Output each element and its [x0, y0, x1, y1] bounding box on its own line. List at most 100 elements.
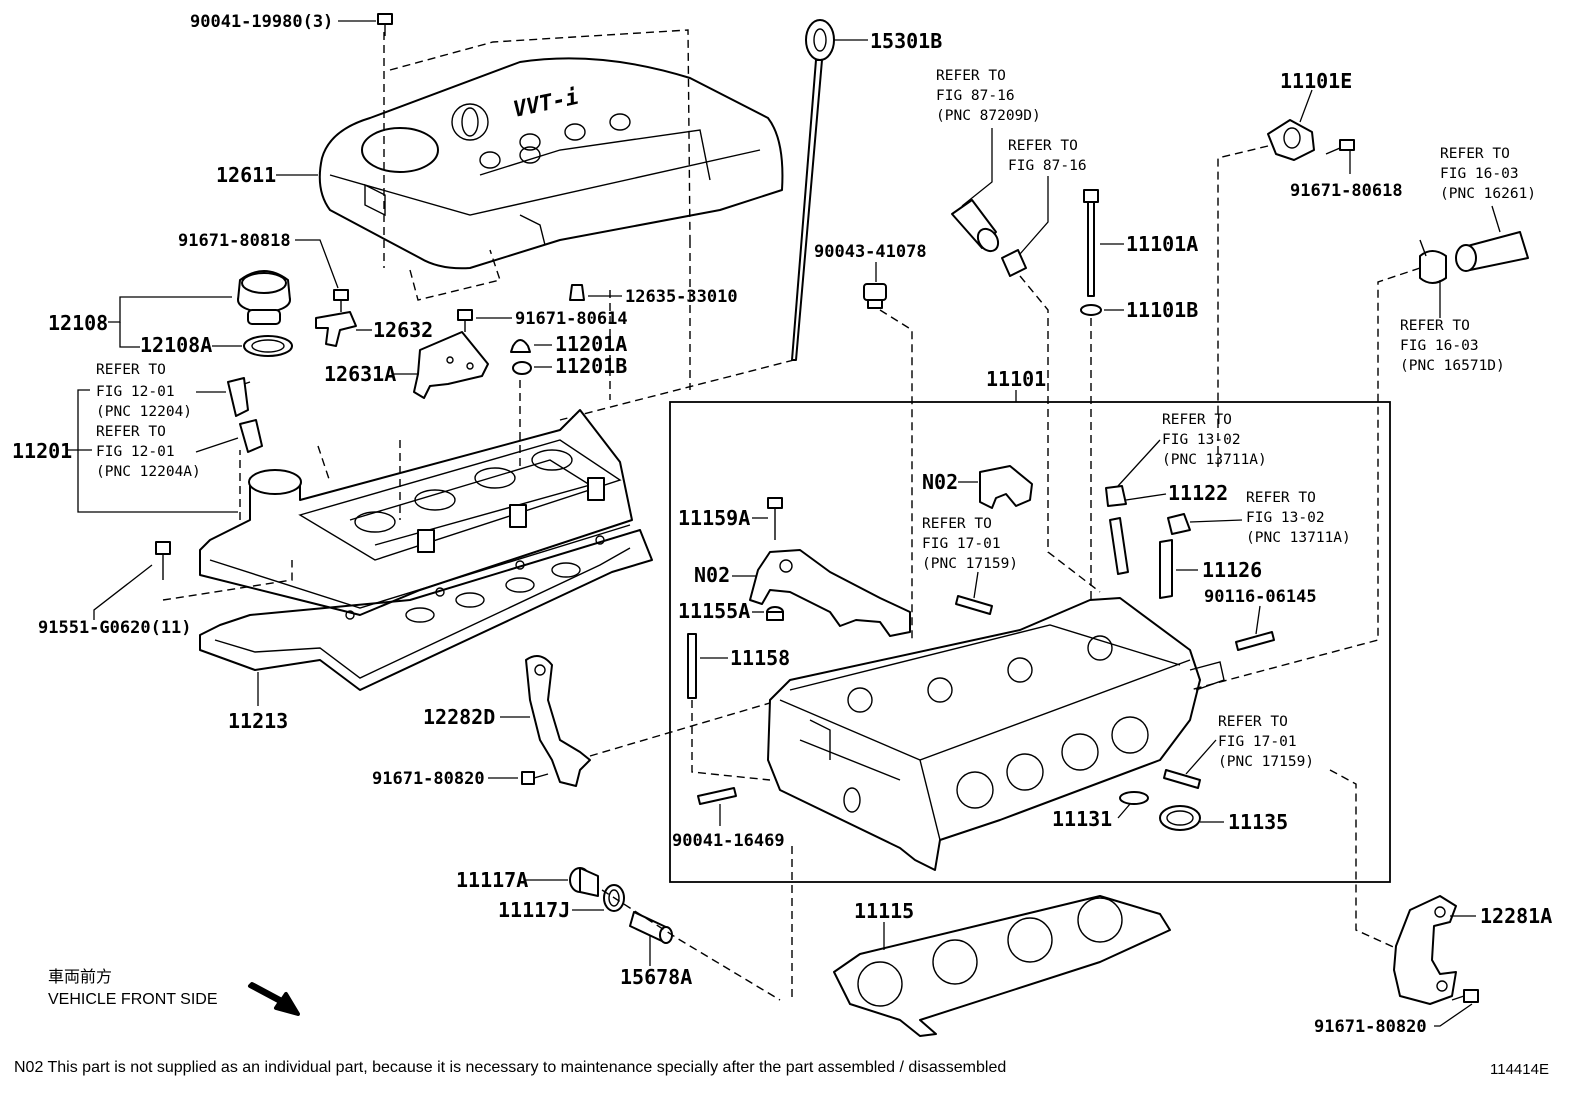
svg-text:(PNC 13711A): (PNC 13711A): [1162, 452, 1267, 468]
engine-cover-12611: VVT-i: [318, 57, 784, 270]
svg-text:REFER TO: REFER TO: [936, 68, 1006, 84]
label-11131: 11131: [1052, 807, 1112, 831]
seal-11201B: [512, 361, 532, 375]
label-n02-housing: N02: [694, 563, 730, 587]
svg-text:REFER TO: REFER TO: [96, 424, 166, 440]
label-12631A: 12631A: [324, 362, 396, 386]
pin-11155A: [766, 606, 784, 621]
svg-text:(PNC 12204A): (PNC 12204A): [96, 464, 201, 480]
label-11158: 11158: [730, 646, 790, 670]
gasket-12108A: [243, 335, 293, 357]
svg-text:FIG 87-16: FIG 87-16: [936, 88, 1015, 104]
svg-text:FIG 87-16: FIG 87-16: [1008, 158, 1087, 174]
svg-text:FIG 17-01: FIG 17-01: [1218, 734, 1297, 750]
dipstick-15301B: [791, 19, 835, 361]
label-91671-80818: 91671-80818: [178, 231, 291, 251]
refer-16571D: REFER TO FIG 16-03 (PNC 16571D): [1400, 318, 1505, 374]
svg-text:(PNC 16261): (PNC 16261): [1440, 186, 1536, 202]
label-91671-80614: 91671-80614: [515, 309, 628, 329]
svg-text:REFER TO: REFER TO: [1008, 138, 1078, 154]
svg-text:(PNC 16571D): (PNC 16571D): [1400, 358, 1505, 374]
svg-text:FIG 13-02: FIG 13-02: [1162, 432, 1241, 448]
direction-english: VEHICLE FRONT SIDE: [48, 991, 218, 1008]
bolt-91671-80820-left: [521, 771, 549, 785]
plug-11117A: [569, 867, 599, 897]
cylinder-head-cover-11201: [199, 409, 633, 620]
valve-guide-11126: [1159, 539, 1173, 599]
valve-seal-right: [1167, 513, 1191, 535]
bolt-11101A: [1083, 189, 1099, 297]
bolt-91671-80818: [333, 289, 349, 312]
fitting-15678A: [629, 911, 673, 944]
label-11135: 11135: [1228, 810, 1288, 834]
label-91671-80820-right: 91671-80820: [1314, 1017, 1427, 1037]
svg-text:FIG 16-03: FIG 16-03: [1400, 338, 1479, 354]
label-91671-80618: 91671-80618: [1290, 181, 1403, 201]
bracket-12282D: [525, 655, 591, 787]
label-11159A: 11159A: [678, 506, 750, 530]
label-11101B: 11101B: [1126, 298, 1198, 322]
label-90116-06145: 90116-06145: [1204, 587, 1317, 607]
valve-guide-11122: [1109, 517, 1129, 575]
sensor-11101E: [1267, 119, 1315, 161]
svg-text:REFER TO: REFER TO: [922, 516, 992, 532]
bolt-91551-G0620: [155, 541, 171, 580]
svg-text:REFER TO: REFER TO: [1246, 490, 1316, 506]
stud-right: [1163, 769, 1201, 789]
stud-11158: [687, 633, 697, 699]
label-n02-top: N02: [922, 470, 958, 494]
label-12635-33010: 12635-33010: [625, 287, 738, 307]
valve-seal-left: [1105, 485, 1127, 507]
svg-text:FIG 17-01: FIG 17-01: [922, 536, 1001, 552]
label-11201B: 11201B: [555, 354, 627, 378]
label-12108A: 12108A: [140, 333, 212, 357]
oil-filler-cap-12108: [237, 270, 291, 325]
refer-12204: REFER TO FIG 12-01 (PNC 12204): [96, 362, 192, 420]
svg-text:REFER TO: REFER TO: [1218, 714, 1288, 730]
label-11117J: 11117J: [498, 898, 570, 922]
label-11101A: 11101A: [1126, 232, 1198, 256]
svg-text:(PNC 12204): (PNC 12204): [96, 404, 192, 420]
bolt-90041-19980: [377, 13, 393, 36]
front-arrow-icon: [248, 982, 300, 1016]
svg-text:FIG 12-01: FIG 12-01: [96, 444, 175, 460]
svg-text:(PNC 17159): (PNC 17159): [922, 556, 1018, 572]
label-11201A: 11201A: [555, 332, 627, 356]
bolt-91671-80820-right: [1451, 989, 1479, 1003]
label-90043-41078: 90043-41078: [814, 242, 927, 262]
pcv-grommet: [239, 419, 263, 453]
refer-16261: REFER TO FIG 16-03 (PNC 16261): [1440, 146, 1536, 202]
svg-text:REFER TO: REFER TO: [1400, 318, 1470, 334]
svg-text:REFER TO: REFER TO: [96, 362, 166, 378]
label-91671-80820-left: 91671-80820: [372, 769, 485, 789]
refer-17159-right: REFER TO FIG 17-01 (PNC 17159): [1218, 714, 1314, 770]
label-11115: 11115: [854, 899, 914, 923]
svg-text:FIG 12-01: FIG 12-01: [96, 384, 175, 400]
camshaft-housing-n02: [749, 549, 911, 637]
direction-japanese: 車両前方: [48, 968, 112, 986]
stud-90116-06145: [1235, 631, 1275, 651]
refer-13711A-right: REFER TO FIG 13-02 (PNC 13711A): [1246, 490, 1351, 546]
oring-11135: [1159, 805, 1201, 831]
label-90041-16469: 90041-16469: [672, 831, 785, 851]
gasket-11213: [199, 529, 653, 691]
bolt-91671-80618: [1325, 139, 1355, 155]
label-11117A: 11117A: [456, 868, 528, 892]
label-11201: 11201: [12, 439, 72, 463]
hose-clamp: [1419, 239, 1447, 284]
label-11155A: 11155A: [678, 599, 750, 623]
label-15301B: 15301B: [870, 29, 942, 53]
label-90041-19980: 90041-19980(3): [190, 12, 333, 32]
svg-text:FIG 13-02: FIG 13-02: [1246, 510, 1325, 526]
svg-text:REFER TO: REFER TO: [1162, 412, 1232, 428]
clip-12632: [315, 311, 357, 347]
bolt-11159A: [767, 497, 783, 540]
refer-17159-center: REFER TO FIG 17-01 (PNC 17159): [922, 516, 1018, 572]
label-12108: 12108: [48, 311, 108, 335]
label-12632: 12632: [373, 318, 433, 342]
svg-text:(PNC 17159): (PNC 17159): [1218, 754, 1314, 770]
figure-id: 114414E: [1490, 1061, 1549, 1078]
head-gasket-11115: [833, 895, 1171, 1037]
water-hose: [1455, 231, 1529, 272]
